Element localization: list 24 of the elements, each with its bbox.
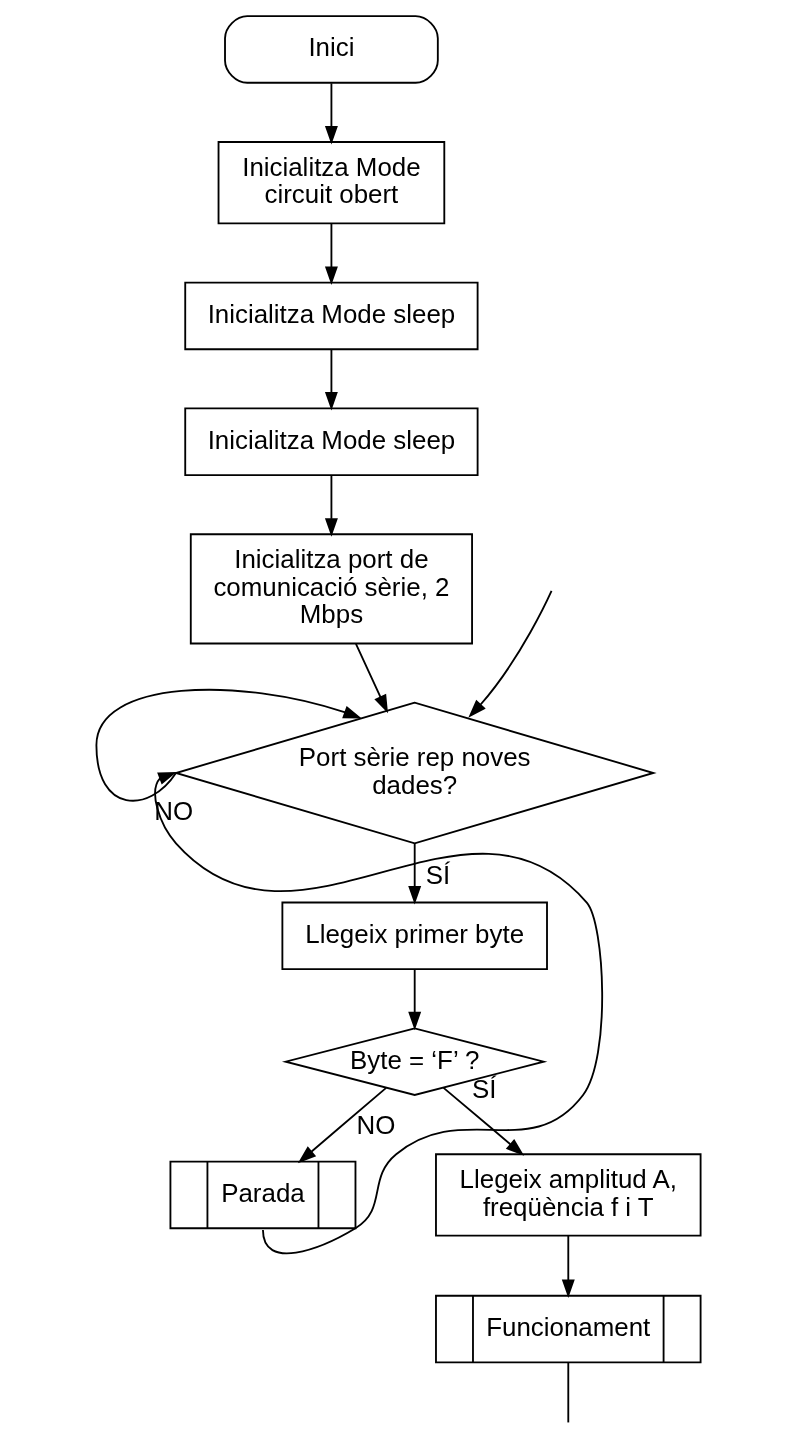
arrow (324, 348, 338, 411)
arrow (324, 222, 338, 285)
arrow (355, 642, 388, 714)
arrow (297, 1086, 388, 1164)
node-box: Inicialitza port de comunicació sèrie, 2 Mbps (189, 533, 473, 645)
arrow (324, 474, 338, 537)
arrow (95, 688, 362, 802)
arrow (408, 842, 422, 905)
node-box: Inicialitza Mode circuit obert (217, 141, 446, 225)
node-box: Inicialitza Mode sleep (184, 281, 479, 351)
node-box: Llegeix primer byte (281, 901, 548, 971)
edge-label: SÍ (471, 1075, 497, 1104)
arrow (408, 968, 422, 1031)
edge-label: NO (356, 1111, 396, 1140)
node-box: Inicialitza Mode sleep (184, 407, 479, 476)
arrow (154, 772, 604, 1255)
arrow (468, 590, 553, 718)
node-box: Llegeix amplitud A, freqüència f i T (435, 1153, 702, 1237)
connector (567, 1361, 570, 1424)
edge-label: SÍ (425, 860, 451, 889)
arrow (324, 82, 338, 145)
arrow (442, 1086, 525, 1156)
node-box: Inici (224, 15, 439, 84)
arrow (561, 1235, 575, 1298)
